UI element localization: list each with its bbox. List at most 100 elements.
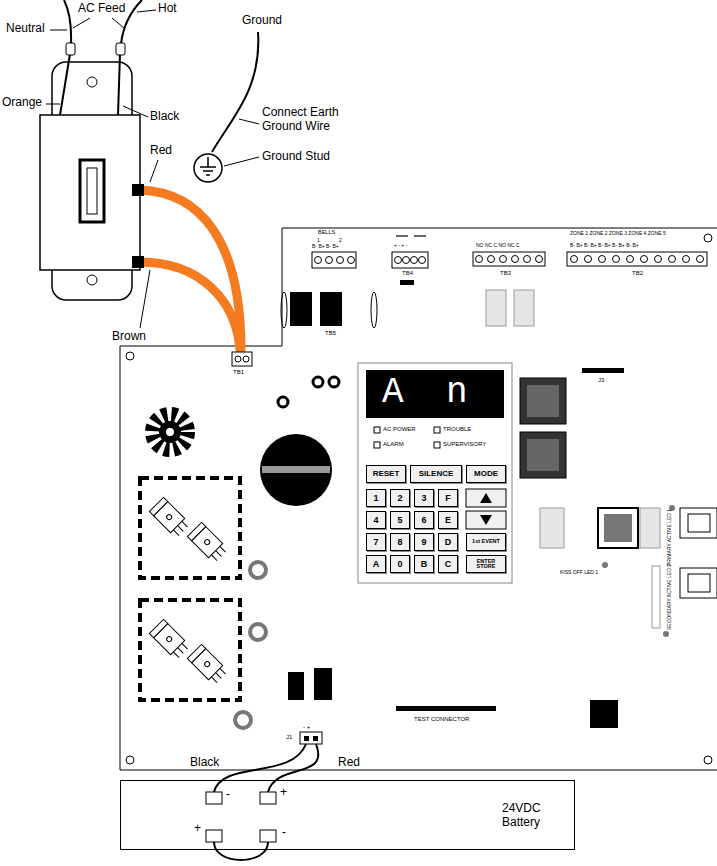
terminal-label: B- B+ B- B+ [312, 244, 339, 250]
transistor [187, 644, 205, 662]
transformer [40, 115, 140, 270]
leader-line [150, 160, 158, 182]
heat-sink [153, 415, 187, 449]
keypad-key: SILENCE [410, 465, 462, 483]
standoff [235, 562, 266, 728]
transformer [87, 168, 97, 214]
leader-line [112, 18, 124, 28]
keypad-key: 1 [366, 489, 386, 507]
key-label: RESET [373, 470, 400, 478]
transistor [216, 673, 222, 679]
terminal-screw [655, 256, 662, 263]
wire-label: Black [150, 110, 179, 124]
status-led [434, 427, 440, 433]
terminal-block [473, 252, 545, 266]
battery-wire [214, 842, 268, 860]
cable-end [132, 184, 144, 196]
key-label: 7 [373, 538, 378, 547]
wire-label: Red [150, 144, 172, 158]
battery-connector [300, 732, 322, 744]
callout-label: Ground Stud [262, 150, 330, 164]
keypad-key: D [438, 533, 458, 551]
key-label: A [373, 560, 380, 569]
terminal-screw [512, 256, 519, 263]
dc-symbol [396, 235, 408, 236]
battery-terminal [206, 830, 222, 842]
terminal-screw [235, 356, 241, 362]
power-transistor-block [140, 600, 240, 700]
terminal-screw [476, 256, 483, 263]
heat-sink [159, 421, 181, 443]
integrated-circuit [527, 439, 559, 471]
arrow-key [466, 511, 506, 529]
mounting-hole [704, 756, 712, 764]
keypad-key: 9 [414, 533, 434, 551]
relay [290, 292, 312, 326]
capacitor [281, 292, 377, 328]
terminal-label: BELLS [318, 229, 335, 235]
terminal-label: ZONE 1 ZONE 2 ZONE 3 ZONE 4 ZONE 5 [570, 231, 666, 237]
relay [288, 668, 618, 728]
ground-stud [206, 174, 210, 176]
battery-label: 24VDC Battery [502, 801, 560, 830]
transistor [182, 521, 188, 527]
arrow-key [480, 493, 492, 503]
pin-label: - + [303, 724, 310, 731]
mounting-hole [704, 234, 712, 242]
ground-stud [194, 154, 222, 182]
key-label: 3 [421, 494, 426, 503]
rj-jack [680, 508, 717, 598]
integrated-circuit [598, 508, 638, 548]
connector-name: TEST CONNECTOR [414, 716, 469, 723]
led-label: AC POWER [383, 426, 416, 433]
terminal-screw [315, 257, 322, 264]
wire-label: Orange [2, 96, 42, 110]
keypad-key: MODE [466, 465, 506, 483]
leader-line [137, 10, 156, 12]
wire-label: Black [190, 756, 219, 770]
terminal-screw [419, 257, 426, 264]
battery-wire [214, 744, 306, 792]
ac-wire [60, 0, 142, 115]
transistor [187, 644, 228, 685]
component [640, 508, 660, 548]
integrated-circuit [520, 378, 638, 548]
display-digit: A [382, 375, 404, 411]
power-transistor-block [140, 478, 240, 700]
integrated-circuit [520, 378, 566, 424]
key-label: D [445, 538, 452, 547]
indicator-led [602, 505, 675, 637]
key-label: F [445, 494, 451, 503]
capacitor [371, 292, 377, 328]
ground-stud [200, 166, 216, 168]
component [652, 566, 660, 628]
led-label: SECONDARY ACTIVE LED 2 [667, 564, 673, 630]
keypad-key: 8 [390, 533, 410, 551]
terminal-screw [536, 256, 543, 263]
led-label: SUPERVISORY [443, 441, 486, 448]
key-label: 8 [397, 538, 402, 547]
mounting-hole [126, 234, 712, 764]
key-label: C [445, 560, 452, 569]
keypad-key: 3 [414, 489, 434, 507]
ground-stud [203, 170, 213, 172]
ground-stud [207, 157, 209, 167]
integrated-circuit [520, 432, 566, 478]
header-pins [396, 706, 496, 711]
component [540, 508, 564, 548]
keypad-key: 2 [390, 489, 410, 507]
standoff [278, 397, 288, 407]
buzzer [260, 434, 332, 506]
relay [590, 700, 618, 728]
terminal-name: TB3 [500, 270, 511, 277]
wire-label: AC Feed [78, 2, 125, 16]
ground-stud [194, 154, 222, 182]
transistor [149, 497, 190, 538]
terminal-screw [669, 256, 676, 263]
keypad-key: 5 [390, 511, 410, 529]
transistor [187, 522, 205, 540]
key-label: 1st EVENT [472, 539, 500, 545]
rj-jack [680, 508, 717, 538]
key-label: 1 [373, 494, 378, 503]
